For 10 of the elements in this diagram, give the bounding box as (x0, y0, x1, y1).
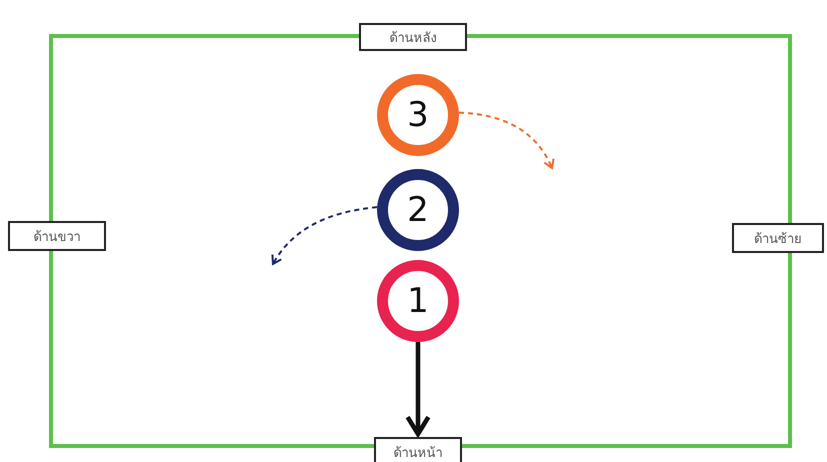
side-label-box: ด้านขวา (8, 221, 106, 251)
numbered-circle: 1 (377, 260, 459, 342)
side-label-box: ด้านหลัง (359, 23, 467, 51)
side-label-box: ด้านหน้า (374, 437, 462, 462)
side-label-box: ด้านซ้าย (732, 223, 824, 253)
numbered-circle: 2 (377, 169, 459, 251)
numbered-circle: 3 (377, 74, 459, 156)
arrow (272, 206, 378, 265)
arrow (458, 112, 554, 169)
arrow (405, 342, 431, 436)
